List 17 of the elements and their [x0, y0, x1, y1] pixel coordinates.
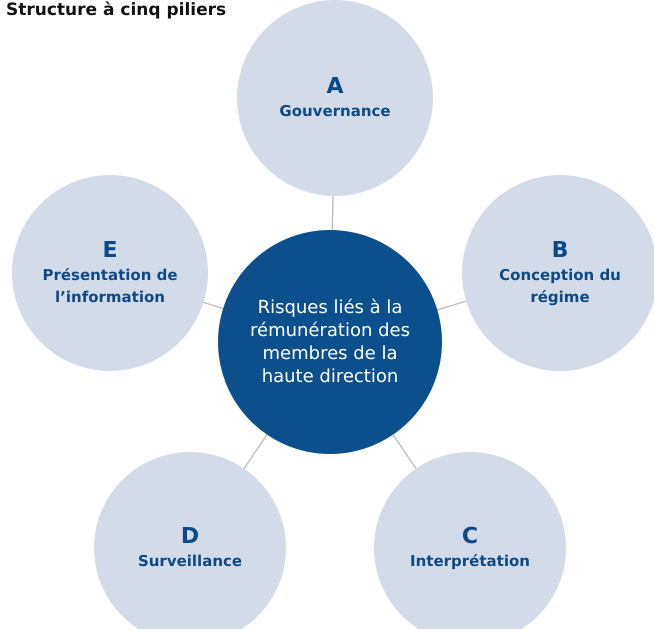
- pillar-label: Surveillance: [138, 551, 242, 572]
- center-label: Risques liés à la rémunération des membres de la haute direction: [250, 296, 410, 388]
- connector-line: [332, 196, 334, 230]
- pillar-letter: C: [462, 524, 478, 550]
- diagram-title: Structure à cinq piliers: [6, 0, 226, 20]
- connector-line: [243, 434, 268, 469]
- pillar-label: Gouvernance: [279, 101, 391, 122]
- pillar-label: Interprétation: [410, 551, 530, 572]
- connector-line: [392, 434, 417, 469]
- pillar-label: Présentation de l’information: [41, 265, 179, 308]
- connector-line: [437, 300, 466, 310]
- pillar-letter: A: [326, 74, 344, 100]
- pillar-letter: E: [102, 238, 118, 264]
- pillar-letter: D: [180, 524, 200, 550]
- pillar-label: Conception du régime: [498, 265, 622, 308]
- pillar-letter: B: [552, 238, 568, 264]
- connector-line: [203, 302, 224, 310]
